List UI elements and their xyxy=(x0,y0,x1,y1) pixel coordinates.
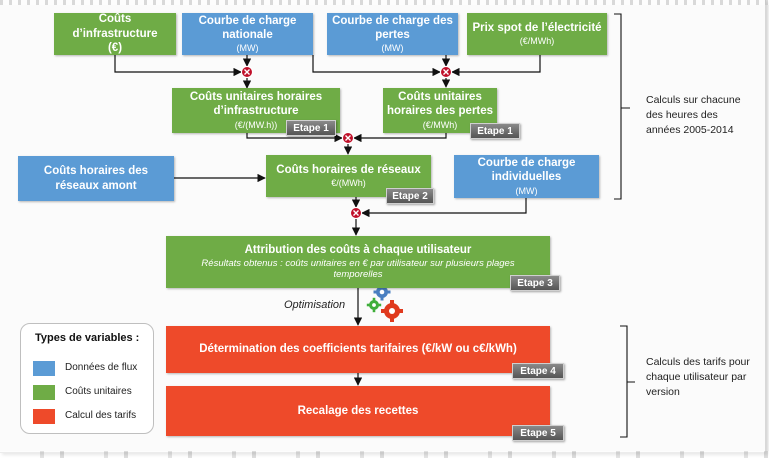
box-attribution-subtitle: Résultats obtenus : coûts unitaires en €… xyxy=(201,257,515,281)
multiply-node-icon xyxy=(440,66,452,78)
legend: Types de variables : Données de flux Coû… xyxy=(20,323,154,434)
box-couts-horaires-reseaux-title: Coûts horaires de réseaux xyxy=(276,163,421,176)
box-courbe-charge-nationale-unit: (MW) xyxy=(236,43,259,54)
box-couts-infrastructure: Coûts d’infrastructure (€) xyxy=(54,13,176,55)
bracket-tariffs xyxy=(620,325,635,438)
connector-nationale-to-node2 xyxy=(312,55,441,77)
box-couts-horaires-reseaux-unit: €/(MWh) xyxy=(331,178,366,189)
box-courbe-charge-individuelles-unit: (MW) xyxy=(515,185,538,196)
multiply-node-icon xyxy=(241,66,253,78)
legend-swatch-tariffs xyxy=(33,409,55,424)
box-prix-spot-title: Prix spot de l’électricité xyxy=(472,21,602,34)
box-attribution: Attribution des coûts à chaque utilisate… xyxy=(166,236,550,288)
box-courbe-charge-pertes-title: Courbe de charge des pertes xyxy=(332,14,453,41)
note-calculs-heures: Calculs sur chacune des heures des année… xyxy=(646,94,741,137)
box-couts-unitaires-pertes: Coûts unitaires horaires des pertes (€/M… xyxy=(383,88,497,133)
step-badge-etape3: Etape 3 xyxy=(510,275,560,291)
gears-icon xyxy=(366,283,403,322)
connector-unit-pertes-to-node3 xyxy=(353,133,447,143)
step-badge-etape4: Etape 4 xyxy=(512,363,564,379)
box-courbe-charge-pertes: Courbe de charge des pertes (MW) xyxy=(327,13,458,55)
step-badge-etape1-pertes: Etape 1 xyxy=(470,123,520,139)
connector-spot-to-node2 xyxy=(451,55,541,77)
cropped-text-top xyxy=(0,0,769,5)
box-coefficients-tarifaires-title: Détermination des coefficients tarifaire… xyxy=(199,343,517,356)
multiply-node-icon xyxy=(342,132,354,144)
connector-infra-to-node1 xyxy=(114,55,242,77)
multiply-node-icon xyxy=(350,207,362,219)
optimisation-label: Optimisation xyxy=(284,299,346,311)
connector-unit-infra-to-node3 xyxy=(246,133,343,143)
box-courbe-charge-nationale: Courbe de charge nationale (MW) xyxy=(182,13,313,55)
legend-label-tariffs: Calcul des tarifs xyxy=(65,410,137,421)
connector-individuelles-to-node4 xyxy=(361,198,527,218)
bracket-hours xyxy=(614,13,630,200)
box-recalage-recettes: Recalage des recettes xyxy=(166,386,550,436)
legend-label-flux: Données de flux xyxy=(65,362,138,373)
box-couts-unitaires-pertes-title: Coûts unitaires horaires des pertes xyxy=(386,91,494,118)
box-courbe-charge-individuelles-title: Courbe de charge individuelles xyxy=(477,157,576,184)
box-courbe-charge-nationale-title: Courbe de charge nationale xyxy=(198,14,297,41)
box-couts-unitaires-infrastructure-unit: (€/(MW.h)) xyxy=(234,119,278,130)
box-prix-spot: Prix spot de l’électricité (€/MWh) xyxy=(467,13,607,55)
box-courbe-charge-individuelles: Courbe de charge individuelles (MW) xyxy=(454,155,599,198)
step-badge-etape1-infra: Etape 1 xyxy=(286,120,336,136)
box-couts-unitaires-infrastructure-title: Coûts unitaires horaires d’infrastructur… xyxy=(189,91,323,118)
note-calculs-tarifs: Calculs des tarifs pour chaque utilisate… xyxy=(646,356,750,399)
legend-swatch-flux xyxy=(33,361,55,376)
legend-swatch-unit-costs xyxy=(33,385,55,400)
legend-title: Types de variables : xyxy=(35,332,140,344)
box-couts-infrastructure-title: Coûts d’infrastructure (€) xyxy=(72,13,158,55)
box-attribution-title: Attribution des coûts à chaque utilisate… xyxy=(244,244,472,257)
cropped-text-bottom xyxy=(0,451,769,458)
box-recalage-recettes-title: Recalage des recettes xyxy=(297,404,419,417)
box-prix-spot-unit: (€/MWh) xyxy=(519,36,555,47)
box-couts-horaires-amont: Coûts horaires des réseaux amont xyxy=(18,156,174,201)
box-couts-horaires-amont-title: Coûts horaires des réseaux amont xyxy=(43,165,149,192)
step-badge-etape5: Etape 5 xyxy=(512,425,564,441)
step-badge-etape2: Etape 2 xyxy=(386,188,434,204)
box-courbe-charge-pertes-unit: (MW) xyxy=(381,43,404,54)
box-couts-unitaires-pertes-unit: (€/MWh) xyxy=(422,119,458,130)
box-coefficients-tarifaires: Détermination des coefficients tarifaire… xyxy=(166,326,550,373)
legend-label-unit-costs: Coûts unitaires xyxy=(65,386,132,397)
